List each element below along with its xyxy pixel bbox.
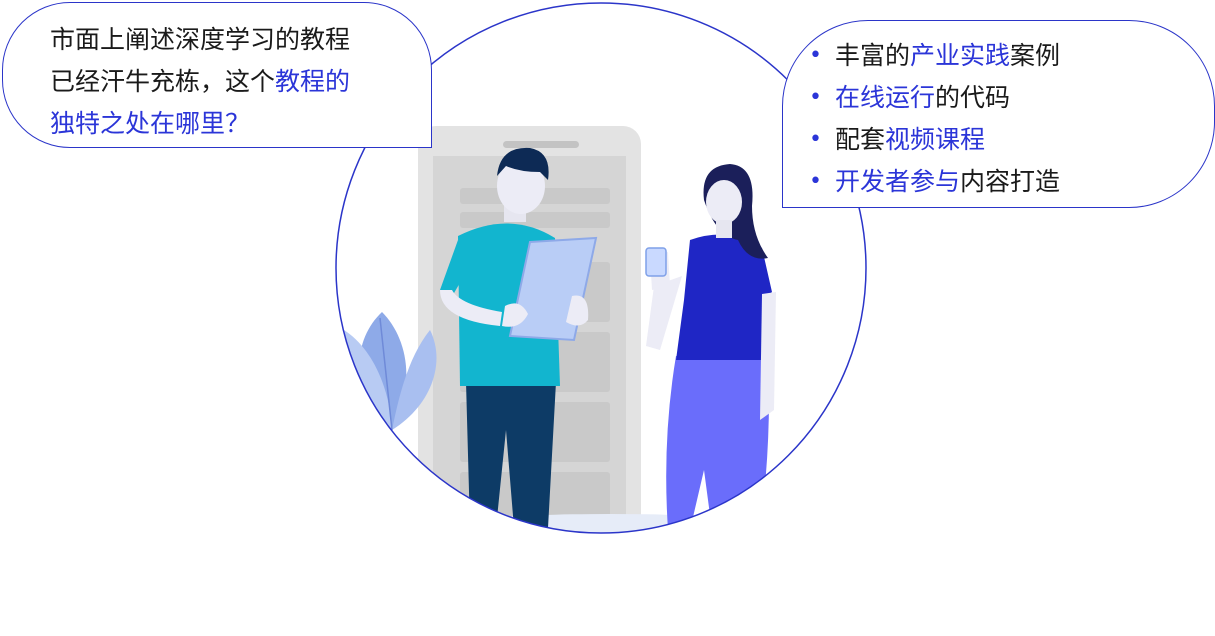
feature-text: 内容打造 [960,167,1061,196]
question-line-2-text: 已经汗牛充栋，这个 [50,67,276,96]
feature-highlight: 在线运行 [835,83,936,112]
feature-item: • 配套视频课程 [809,119,1214,161]
question-line-2: 已经汗牛充栋，这个教程的 [50,61,431,103]
question-line-2-highlight: 教程的 [275,67,351,96]
bullet-icon: • [809,43,822,68]
question-line-1: 市面上阐述深度学习的教程 [50,25,351,54]
bullet-icon: • [809,85,822,110]
bullet-icon: • [809,169,822,194]
feature-list: • 丰富的产业实践案例 • 在线运行的代码 • 配套视频课程 • 开发者参与内容打造 [809,35,1214,203]
feature-item: • 开发者参与内容打造 [809,161,1214,203]
question-bubble: 市面上阐述深度学习的教程 已经汗牛充栋，这个教程的 独特之处在哪里？ [2,2,432,148]
feature-text: 案例 [1010,41,1061,70]
feature-highlight: 产业实践 [910,41,1011,70]
feature-text: 配套 [835,125,886,154]
man-figure [440,147,598,528]
feature-item: • 丰富的产业实践案例 [809,35,1214,77]
bullet-icon: • [809,127,822,152]
features-bubble: • 丰富的产业实践案例 • 在线运行的代码 • 配套视频课程 • 开发者参与内容打造 [782,20,1215,208]
feature-text: 丰富的 [835,41,911,70]
feature-highlight: 开发者参与 [835,167,961,196]
question-line-3-highlight: 独特之处在哪里？ [50,109,251,138]
feature-highlight: 视频课程 [885,125,986,154]
feature-item: • 在线运行的代码 [809,77,1214,119]
feature-text: 的代码 [935,83,1011,112]
woman-figure [645,164,776,530]
